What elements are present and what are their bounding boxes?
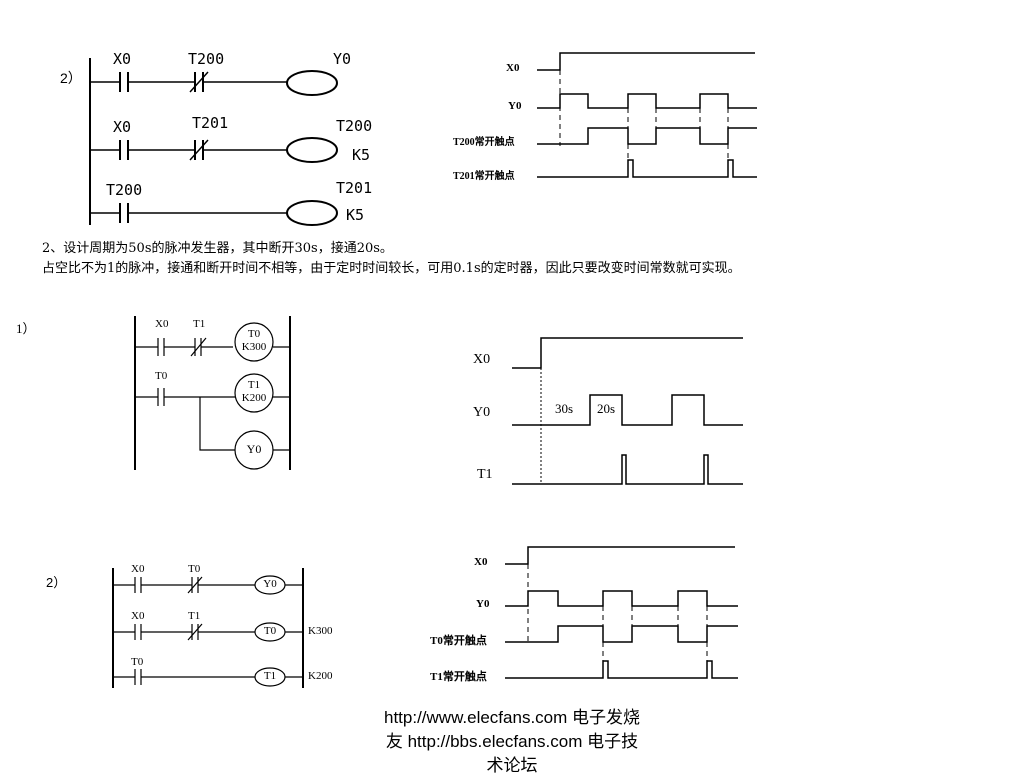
ladder-a-label: 2） — [60, 70, 82, 86]
ladder-a-rung-2 — [90, 137, 338, 163]
footer-line-3: 术论坛 — [486, 756, 538, 775]
timing-a-y0-label: Y0 — [508, 100, 522, 112]
ladder-b-r3-coil: Y0 — [246, 442, 262, 456]
footer-line-2: 友 http://bbs.elecfans.com 电子技 — [385, 732, 639, 751]
ladder-b-r1-contact-1: X0 — [155, 318, 169, 330]
ladder-a-rung-1 — [90, 70, 338, 96]
ladder-a-r1-contact-2: T200 — [188, 50, 225, 68]
ladder-b-rung-3 — [199, 397, 290, 470]
timing-b-y0-label: Y0 — [473, 405, 491, 420]
ladder-b-r2-coil-name: T1 — [247, 379, 261, 391]
ladder-a-r2-constant: K5 — [352, 146, 371, 164]
ladder-b-r1-coil-constant: K300 — [241, 341, 267, 353]
ladder-diagram-b — [134, 316, 291, 470]
ladder-a-r1-coil: Y0 — [333, 50, 352, 68]
timing-c-t0-label: T0常开触点 — [430, 635, 487, 647]
ladder-c-r3-contact-1: T0 — [131, 656, 144, 668]
description-line-2: 占空比不为1的脉冲，接通和断开时间不相等，由于定时时间较长，可用0.1s的定时器… — [42, 261, 741, 276]
ladder-a-r1-contact-1: X0 — [113, 50, 132, 68]
ladder-c-r2-contact-1: X0 — [131, 610, 145, 622]
ladder-c-rung-1 — [113, 575, 303, 595]
ladder-b-r1-contact-2: T1 — [193, 318, 206, 330]
ladder-c-r2-contact-2: T1 — [188, 610, 201, 622]
timing-b-t1-label: T1 — [477, 467, 493, 482]
timing-c-y0-label: Y0 — [476, 598, 490, 610]
timing-diagram-a — [537, 52, 757, 178]
ladder-c-r2-constant: K300 — [308, 625, 333, 637]
ladder-a-r3-coil: T201 — [336, 179, 373, 197]
timing-diagram-c — [505, 546, 738, 679]
ladder-b-r2-coil-constant: K200 — [241, 392, 267, 404]
ladder-diagram-a — [89, 58, 338, 226]
ladder-c-r3-constant: K200 — [308, 670, 333, 682]
timing-c-x0-label: X0 — [474, 556, 488, 568]
footer-credit: http://www.elecfans.com 电子发烧 友 http://bb… — [352, 706, 672, 778]
ladder-b-label: 1） — [16, 321, 36, 336]
ladder-c-r2-coil: T0 — [263, 625, 277, 637]
footer-line-1: http://www.elecfans.com 电子发烧 — [383, 708, 641, 727]
timing-b-on-duration: 20s — [597, 401, 616, 416]
timing-a-x0-label: X0 — [506, 62, 520, 74]
ladder-c-r1-contact-2: T0 — [188, 563, 201, 575]
ladder-a-r3-contact-1: T200 — [106, 181, 143, 199]
ladder-b-rung-1 — [135, 322, 290, 362]
ladder-c-rung-2 — [113, 622, 303, 642]
ladder-c-r3-coil: T1 — [263, 670, 277, 682]
timing-b-off-duration: 30s — [555, 401, 574, 416]
ladder-c-r1-coil: Y0 — [263, 578, 277, 590]
timing-diagram-b — [512, 337, 743, 485]
timing-a-t201-label: T201常开触点 — [453, 171, 515, 182]
timing-b-x0-label: X0 — [473, 352, 491, 367]
ladder-c-rung-3 — [113, 667, 303, 687]
ladder-b-r2-contact-1: T0 — [155, 370, 168, 382]
ladder-diagram-c — [112, 568, 304, 688]
ladder-a-r2-contact-1: X0 — [113, 118, 132, 136]
ladder-a-r2-contact-2: T201 — [192, 114, 229, 132]
ladder-a-r2-coil: T200 — [336, 117, 373, 135]
timing-a-t200-label: T200常开触点 — [453, 137, 515, 148]
timing-c-t1-label: T1常开触点 — [430, 671, 487, 683]
ladder-a-r3-constant: K5 — [346, 206, 365, 224]
ladder-c-r1-contact-1: X0 — [131, 563, 145, 575]
ladder-c-label: 2） — [46, 575, 67, 590]
ladder-b-r1-coil-name: T0 — [247, 328, 261, 340]
ladder-a-rung-3 — [90, 200, 338, 226]
description-line-1: 2、设计周期为50s的脉冲发生器，其中断开30s，接通20s。 — [42, 241, 393, 256]
